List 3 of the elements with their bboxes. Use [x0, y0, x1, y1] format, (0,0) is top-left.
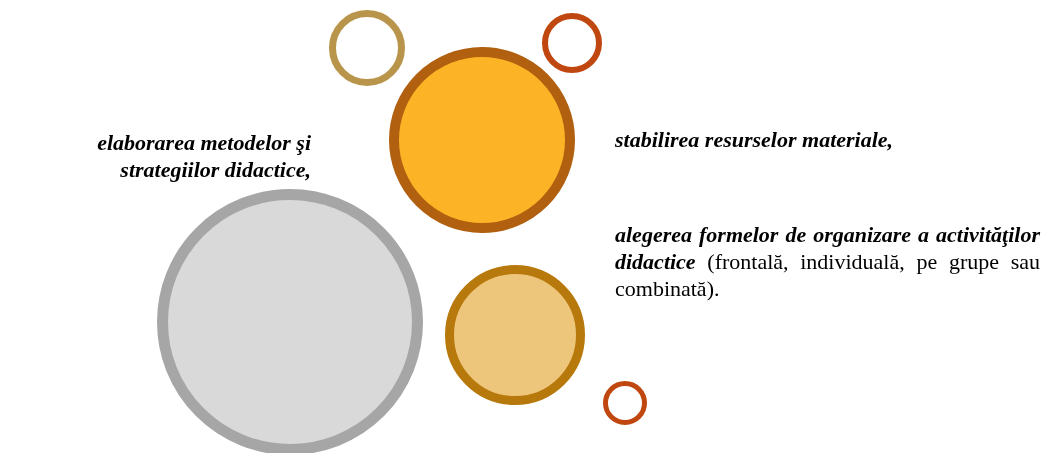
circle-caption: stabilirea resurselor materiale, — [615, 126, 895, 153]
circle-caption: elaborarea metodelor şi strategiilor didactice, — [96, 129, 311, 183]
circle-caption: alegerea formelor de organizare a activităţilor didactice (frontală, individuală, pe grupe sau combinată). — [615, 221, 1040, 302]
